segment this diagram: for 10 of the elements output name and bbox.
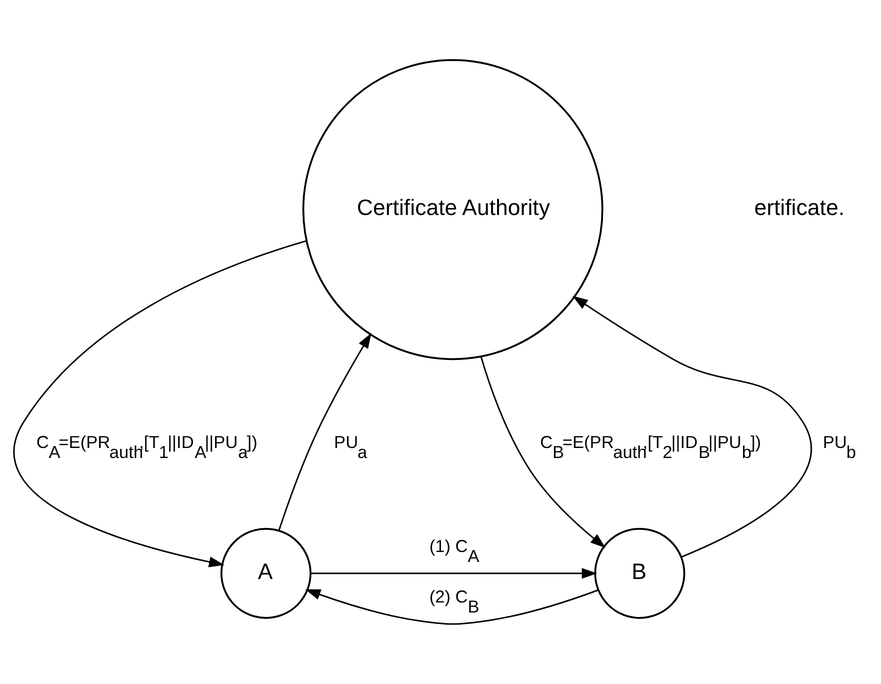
arrow xyxy=(480,356,606,548)
arrow xyxy=(310,568,598,579)
arrow xyxy=(14,240,306,568)
node-circle: Certificate Authority xyxy=(302,59,604,360)
node-circle: A xyxy=(220,528,312,619)
arrow xyxy=(572,296,812,558)
node-circle: B xyxy=(594,528,686,619)
arrow xyxy=(278,332,372,531)
label: ertificate. xyxy=(754,195,845,220)
arrow xyxy=(305,589,599,625)
